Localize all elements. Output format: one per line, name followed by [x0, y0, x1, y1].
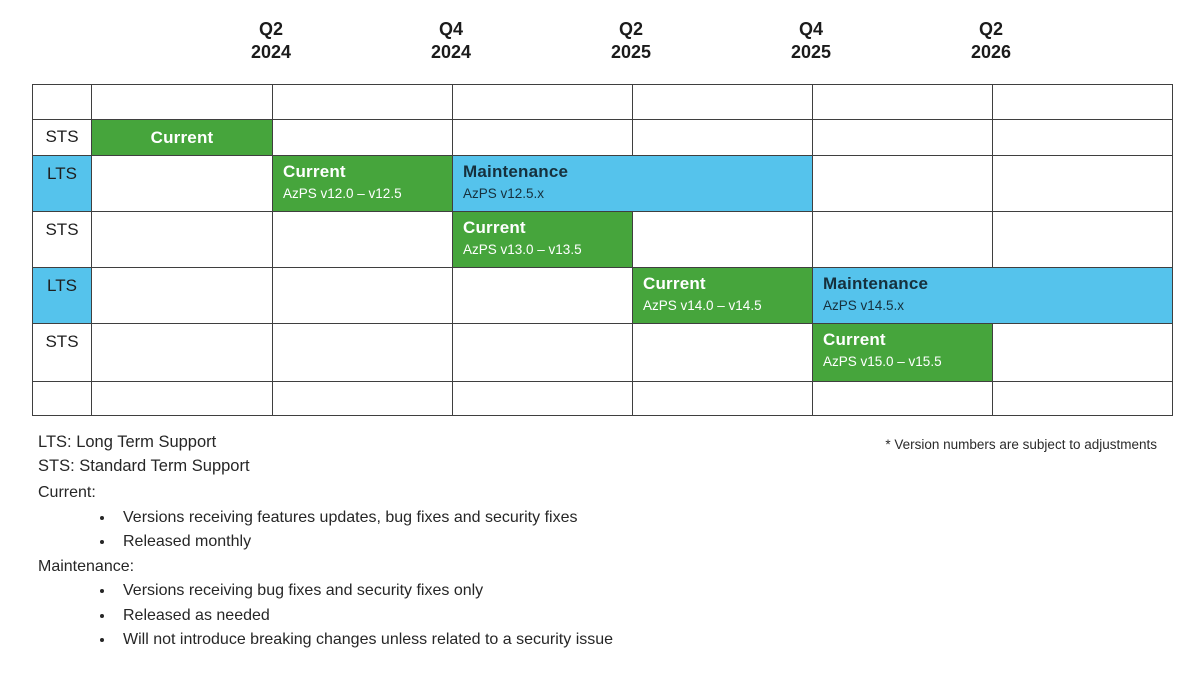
grid-vline-q2-2026 [992, 85, 993, 415]
grid-hline-6 [33, 381, 1172, 382]
row-label-lts-2: LTS [47, 276, 77, 295]
bar-version-range: AzPS v12.5.x [463, 186, 545, 201]
bar-phase-label: Current [643, 274, 706, 293]
legend-lts: LTS: Long Term Support [38, 433, 217, 451]
row-label-sts-1: STS [45, 127, 79, 146]
grid-vline-q4-2025 [812, 85, 813, 415]
quarter-label-q4-2024: Q4 2024 [391, 18, 511, 64]
bullet-item: Released as needed [115, 604, 613, 629]
bar-current-v12: Current AzPS v12.0 – v12.5 [273, 155, 452, 211]
quarter-label-q2-2024: Q2 2024 [211, 18, 331, 64]
bar-phase-label: Maintenance [463, 162, 569, 181]
bar-current-v14: Current AzPS v14.0 – v14.5 [633, 267, 812, 323]
bar-phase-label: Maintenance [823, 274, 929, 293]
grid-vline-q4-2024 [452, 85, 453, 415]
bar-current-v13: Current AzPS v13.0 – v13.5 [453, 211, 632, 267]
definition-term-maintenance: Maintenance: [38, 557, 135, 575]
year: 2025 [610, 42, 652, 62]
quarter: Q2 [978, 19, 1003, 39]
bar-phase-label: Current [823, 330, 886, 349]
bar-version-range: AzPS v14.5.x [823, 298, 905, 313]
grid-hline-3 [33, 211, 1172, 212]
bullet-item: Will not introduce breaking changes unle… [115, 628, 613, 653]
grid-hline-1 [33, 119, 1172, 120]
bar-version-range: AzPS v14.0 – v14.5 [643, 298, 762, 313]
current-bullet-list: Versions receiving features updates, bug… [38, 506, 613, 555]
bar-phase-label: Current [463, 218, 526, 237]
quarter: Q2 [618, 19, 643, 39]
quarter: Q4 [798, 19, 823, 39]
quarter-label-q4-2025: Q4 2025 [751, 18, 871, 64]
maintenance-bullet-list: Versions receiving bug fixes and securit… [38, 579, 613, 653]
definition-term-current: Current: [38, 484, 96, 501]
grid-vline-q2-2024 [272, 85, 273, 415]
bullet-item: Released monthly [115, 530, 613, 555]
bullet-item: Versions receiving bug fixes and securit… [115, 579, 613, 604]
support-roadmap-grid: Current Current AzPS v12.0 – v12.5 Maint… [32, 84, 1173, 416]
grid-hline-5 [33, 323, 1172, 324]
quarter: Q4 [438, 19, 463, 39]
row-label-sts-2: STS [45, 220, 79, 239]
grid-vline-q2-2025 [632, 85, 633, 415]
version-footnote: * Version numbers are subject to adjustm… [885, 437, 1157, 452]
bar-maintenance-v14-5: Maintenance AzPS v14.5.x [813, 267, 1172, 323]
bar-current-sts-row1: Current [92, 119, 272, 155]
bar-version-range: AzPS v15.0 – v15.5 [823, 354, 942, 369]
grid-vline-label-col [91, 85, 92, 415]
lts-row-label-cell-2 [33, 267, 91, 323]
year: 2025 [790, 42, 832, 62]
bar-maintenance-v12-5: Maintenance AzPS v12.5.x [453, 155, 812, 211]
phase-definitions: Current: Versions receiving features upd… [38, 481, 613, 653]
row-label-sts-3: STS [45, 332, 79, 351]
grid-hline-4 [33, 267, 1172, 268]
bar-version-range: AzPS v13.0 – v13.5 [463, 242, 582, 257]
lts-row-label-cell-1 [33, 155, 91, 211]
quarter-label-q2-2026: Q2 2026 [931, 18, 1051, 64]
year: 2026 [970, 42, 1012, 62]
quarter-label-q2-2025: Q2 2025 [571, 18, 691, 64]
year: 2024 [250, 42, 292, 62]
bar-phase-label: Current [283, 162, 346, 181]
row-label-lts-1: LTS [47, 164, 77, 183]
bar-version-range: AzPS v12.0 – v12.5 [283, 186, 402, 201]
bar-phase-label: Current [150, 127, 214, 147]
year: 2024 [430, 42, 472, 62]
grid-hline-2 [33, 155, 1172, 156]
abbreviation-legend: LTS: Long Term Support STS: Standard Ter… [38, 430, 250, 478]
bullet-item: Versions receiving features updates, bug… [115, 506, 613, 531]
bar-current-v15: Current AzPS v15.0 – v15.5 [813, 323, 992, 381]
legend-sts: STS: Standard Term Support [38, 457, 250, 475]
quarter: Q2 [258, 19, 283, 39]
